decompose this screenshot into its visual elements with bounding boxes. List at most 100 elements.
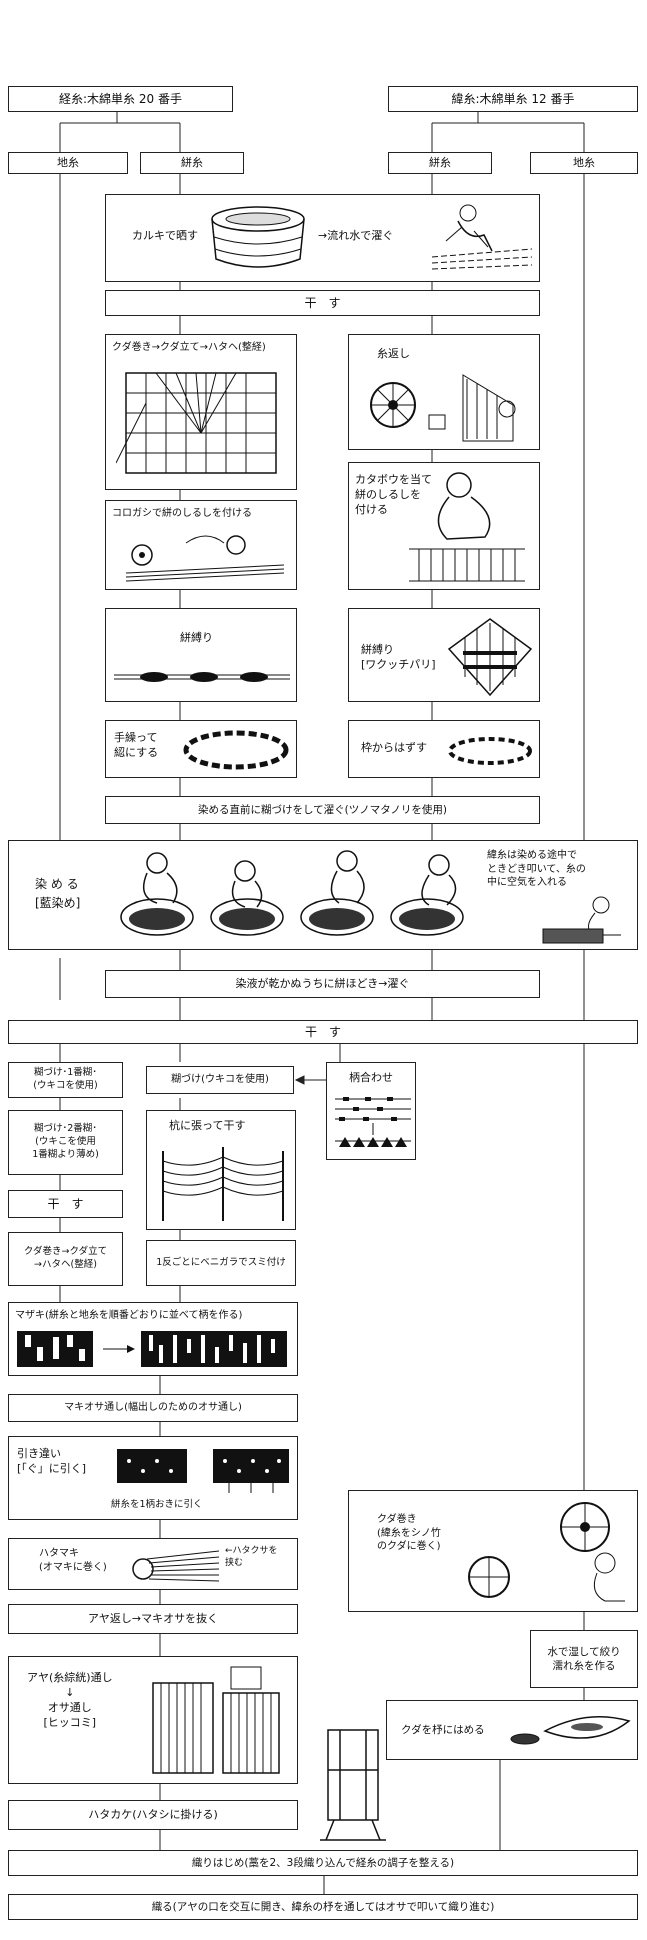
warp-yarn-label: 経糸:木綿単糸 20 番手	[59, 91, 182, 106]
indigo-dyeing-illustration	[120, 850, 464, 936]
weaving-label: 織る(アヤの口を交互に開き、緯糸の杼を通してはオサで叩いて織り進む)	[151, 1900, 495, 1913]
wakucchipari-illustration	[447, 618, 533, 697]
loom-heddle-illustration	[152, 1666, 280, 1774]
dry1-label: 干 す	[304, 295, 341, 310]
korogashi-label: コロガシで絣のしるしを付ける	[112, 508, 252, 519]
heddle-threading-box: アヤ(糸綜絖)通し ↓ オサ通し [ヒッコミ]	[8, 1656, 298, 1784]
shuttle-bobbin-box: クダを杼にはめる	[386, 1700, 638, 1760]
bengara-marking-label: 1反ごとにベニガラでスミ付け	[156, 1256, 286, 1268]
dry2-step-box: 干 す	[8, 1020, 638, 1044]
loom-illustration	[320, 1729, 386, 1841]
sizing-ukiko-box: 糊づけ(ウキコを使用)	[146, 1066, 294, 1094]
sizing-ukiko-label: 糊づけ(ウキコを使用)	[171, 1074, 269, 1086]
sizing-second-box: 糊づけ･2番糊･ (ウキこを使用 1番糊より薄め)	[8, 1110, 123, 1175]
kasuri-binding-left-box: 絣縛り	[105, 608, 297, 702]
hatakusa-note: ←ハタクサを 挟む	[225, 1546, 278, 1569]
shuttle-bobbin-label: クダを杼にはめる	[401, 1724, 485, 1736]
dyeing-note: 緯糸は染める途中で ときどき叩いて、糸の 中に空気を入れる	[487, 850, 586, 888]
dry1-step-box: 干 す	[105, 290, 540, 316]
warping-second-label: クダ巻き→クダ立て →ハタヘ(整経)	[23, 1246, 108, 1270]
bobbin-wheel-illustration	[468, 1502, 625, 1602]
dry3-step-box: 干 す	[8, 1190, 123, 1218]
sizing-before-dye-box: 染める直前に糊づけをして濯ぐ(ツノマタノリを使用)	[105, 796, 540, 824]
makiosa-label: マキオサ通し(幅出しのためのオサ通し)	[64, 1402, 242, 1414]
bleach-label: カルキで晒す	[132, 229, 198, 242]
pattern-matching-label: 柄合わせ	[349, 1071, 393, 1084]
ayakaeshi-step-box: アヤ返し→マキオサを抜く	[8, 1604, 298, 1634]
kasuri-yarn-left-label: 絣糸	[181, 155, 203, 169]
hikichigai-label: 引き違い [「ぐ」に引く]	[17, 1447, 87, 1475]
pattern-matching-box: 柄合わせ	[326, 1062, 416, 1160]
ground-yarn-right-box: 地糸	[530, 152, 638, 174]
dry2-label: 干 す	[304, 1024, 341, 1039]
warping-second-box: クダ巻き→クダ立て →ハタヘ(整経)	[8, 1232, 123, 1286]
ayakaeshi-label: アヤ返し→マキオサを抜く	[87, 1611, 219, 1625]
shuttle-illustration	[510, 1716, 631, 1745]
weft-yarn-box: 緯糸:木綿単糸 12 番手	[388, 86, 638, 112]
wakukara-label: 枠からはずす	[361, 741, 427, 754]
start-weaving-label: 織りはじめ(藁を2、3段織り込んで経糸の調子を整える)	[191, 1856, 455, 1869]
sizing-first-box: 糊づけ･1番糊･ (ウキコを使用)	[8, 1062, 123, 1098]
ground-yarn-left-label: 地糸	[57, 155, 79, 169]
katabou-label: カタボウを当て 絣のしるしを 付ける	[355, 473, 432, 516]
mazaki-step-box: マザキ(絣糸と地糸を順番どおりに並べて柄を作る)	[8, 1302, 298, 1376]
pattern-matching-illustration	[335, 1097, 411, 1147]
mazaki-label: マザキ(絣糸と地糸を順番どおりに並べて柄を作る)	[15, 1310, 243, 1321]
hikichigai-illustration	[117, 1449, 289, 1493]
bobbin-winding-label: クダ巻き (緯糸をシノ竹 のクダに巻く)	[377, 1514, 441, 1552]
rinse-label: →流れ水で濯ぐ	[318, 229, 394, 242]
dry3-label: 干 す	[47, 1196, 84, 1211]
bleach-step-box: カルキで晒す →流れ水で濯ぐ	[105, 194, 540, 282]
kasuri-binding-right-box: 絣縛り [ワクッチパリ]	[348, 608, 540, 702]
skein-left-illustration	[183, 730, 289, 770]
hatakake-label: ハタカケ(ハタシに掛ける)	[88, 1807, 218, 1821]
hikichigai-step-box: 引き違い [「ぐ」に引く] 絣糸を1柄おきに引く	[8, 1436, 298, 1520]
warping-label: クダ巻き→クダ立て→ハタヘ(整経)	[112, 342, 266, 353]
makiosa-step-box: マキオサ通し(幅出しのためのオサ通し)	[8, 1394, 298, 1422]
warping-step-box: クダ巻き→クダ立て→ハタヘ(整経)	[105, 334, 297, 490]
sizing-before-dye-label: 染める直前に糊づけをして濯ぐ(ツノマタノリを使用)	[197, 803, 448, 816]
korogashi-step-box: コロガシで絣のしるしを付ける	[105, 500, 297, 590]
beating-weft-illustration	[542, 896, 621, 944]
warping-frame-illustration	[116, 372, 277, 474]
wet-thread-label: 水で湿して絞り 濡れ糸を作る	[547, 1645, 621, 1672]
weft-yarn-label: 緯糸:木綿単糸 12 番手	[451, 91, 575, 106]
kasuri-yarn-right-label: 絣糸	[429, 155, 451, 169]
bobbin-winding-box: クダ巻き (緯糸をシノ竹 のクダに巻く)	[348, 1490, 638, 1612]
wakukara-step-box: 枠からはずす	[348, 720, 540, 778]
katabou-step-box: カタボウを当て 絣のしるしを 付ける	[348, 462, 540, 590]
kasuri-binding-left-label: 絣縛り	[180, 631, 213, 644]
katabou-person-illustration	[409, 472, 525, 582]
warp-yarn-box: 経糸:木綿単糸 20 番手	[8, 86, 233, 112]
stake-drying-box: 杭に張って干す	[146, 1110, 296, 1230]
hatamaki-label: ハタマキ (オマキに巻く)	[39, 1548, 107, 1573]
untie-rinse-box: 染液が乾かぬうちに絣ほどき→濯ぐ	[105, 970, 540, 998]
untie-rinse-label: 染液が乾かぬうちに絣ほどき→濯ぐ	[235, 976, 410, 990]
dyeing-step-box: 染 め る [藍染め] 緯糸は染める途中で ときどき叩いて、糸の 中に空気を入れ…	[8, 840, 638, 950]
reeling-wheel-illustration	[370, 374, 516, 442]
wash-tub-illustration	[211, 206, 305, 268]
hikichigai-note: 絣糸を1柄おきに引く	[111, 1499, 203, 1510]
hatamaki-illustration	[132, 1550, 220, 1582]
heddle-threading-label: アヤ(糸綜絖)通し ↓ オサ通し [ヒッコミ]	[27, 1671, 113, 1729]
kasuri-binding-right-label: 絣縛り [ワクッチパリ]	[361, 643, 436, 671]
hatamaki-step-box: ハタマキ (オマキに巻く) ←ハタクサを 挟む	[8, 1538, 298, 1590]
sizing-first-label: 糊づけ･1番糊･ (ウキコを使用)	[33, 1067, 98, 1091]
dyeing-label: 染 め る [藍染め]	[35, 877, 81, 911]
stake-drying-label: 杭に張って干す	[169, 1119, 246, 1132]
kasuri-yarn-left-box: 絣糸	[140, 152, 244, 174]
tekuri-label: 手繰って 綛にする	[114, 731, 159, 759]
bound-thread-illustration	[114, 672, 290, 682]
itokaeshi-label: 糸返し	[377, 347, 410, 360]
ground-yarn-right-label: 地糸	[573, 155, 595, 169]
mazaki-pattern-illustration	[17, 1331, 287, 1367]
marking-roller-illustration	[125, 535, 285, 582]
ground-yarn-left-box: 地糸	[8, 152, 128, 174]
kasuri-yarn-right-box: 絣糸	[388, 152, 492, 174]
weaving-box: 織る(アヤの口を交互に開き、緯糸の杼を通してはオサで叩いて織り進む)	[8, 1894, 638, 1920]
sizing-second-label: 糊づけ･2番糊･ (ウキこを使用 1番糊より薄め)	[32, 1123, 99, 1160]
stake-drying-illustration	[162, 1147, 284, 1221]
tekuri-step-box: 手繰って 綛にする	[105, 720, 297, 778]
